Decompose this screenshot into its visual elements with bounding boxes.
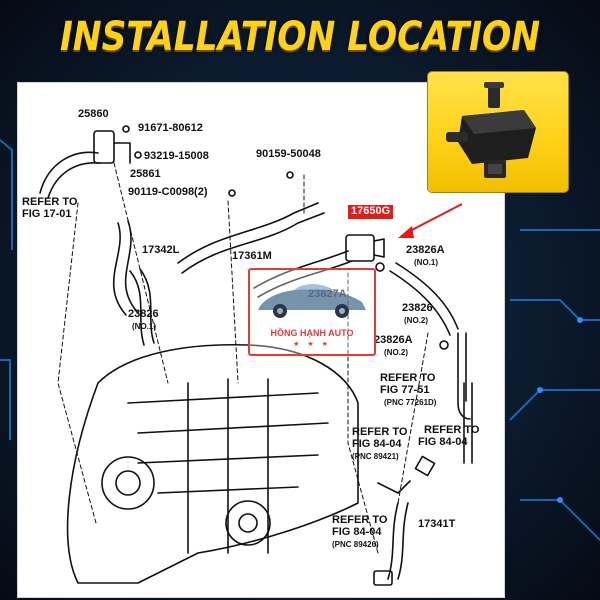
refer-fig-77-51-line1: REFER TO: [380, 372, 436, 384]
refer-fig-84-04-c-line2: FIG 84-04: [332, 526, 382, 538]
refer-fig-77-51-pnc: (PNC 77261D): [384, 398, 437, 407]
part-label-17342l: 17342L: [142, 244, 180, 256]
refer-fig-84-04-c-line1: REFER TO: [332, 514, 388, 526]
part-label-17341t: 17341T: [418, 518, 456, 530]
part-label-91671-80612: 91671-80612: [138, 122, 203, 134]
part-label-93219-15008: 93219-15008: [144, 150, 209, 162]
part-label-90159-50048: 90159-50048: [256, 148, 321, 160]
refer-fig-84-04-a-pnc: (PNC 89421): [352, 452, 399, 461]
refer-fig-84-04-a-line2: FIG 84-04: [352, 438, 402, 450]
parts-diagram: 25860 91671-80612 93219-15008 25861 9011…: [17, 82, 505, 598]
diagram-linework: [39, 125, 473, 586]
page-title: INSTALLATION LOCATION: [59, 14, 541, 60]
part-label-no2-right: (NO.2): [404, 316, 428, 325]
part-label-23826a-top: 23826A: [406, 244, 445, 256]
part-label-25860: 25860: [78, 108, 109, 120]
refer-fig-17-01-line1: REFER TO: [22, 196, 78, 208]
part-label-no1-left: (NO.1): [132, 322, 156, 331]
part-label-23826-left: 23826: [128, 308, 159, 320]
refer-fig-84-04-b-line2: FIG 84-04: [418, 436, 468, 448]
refer-fig-84-04-b-line1: REFER TO: [424, 424, 480, 436]
refer-fig-84-04-c-pnc: (PNC 89426): [332, 540, 379, 549]
part-label-17361m: 17361M: [232, 250, 272, 262]
refer-fig-17-01-line2: FIG 17-01: [22, 208, 72, 220]
product-thumbnail: [428, 72, 568, 192]
refer-fig-84-04-a-line1: REFER TO: [352, 426, 408, 438]
purge-valve-icon: [446, 82, 536, 178]
part-label-no1-top: (NO.1): [414, 258, 438, 267]
part-label-23826a-bottom: 23826A: [374, 334, 413, 346]
car-icon: [258, 284, 366, 318]
part-label-17650g-highlighted: 17650G: [348, 205, 394, 219]
watermark-logo: HỒNG HẠNH AUTO ★ ★ ★: [248, 268, 376, 356]
part-label-no2-bottom: (NO.2): [384, 348, 408, 357]
refer-fig-77-51-line2: FIG 77-51: [380, 384, 430, 396]
part-label-23826-right: 23826: [402, 302, 433, 314]
watermark-text: HỒNG HẠNH AUTO: [270, 328, 354, 338]
part-label-25861: 25861: [130, 168, 161, 180]
part-label-90119-c0098: 90119-C0098(2): [128, 186, 208, 198]
watermark-stars: ★ ★ ★: [293, 341, 331, 348]
